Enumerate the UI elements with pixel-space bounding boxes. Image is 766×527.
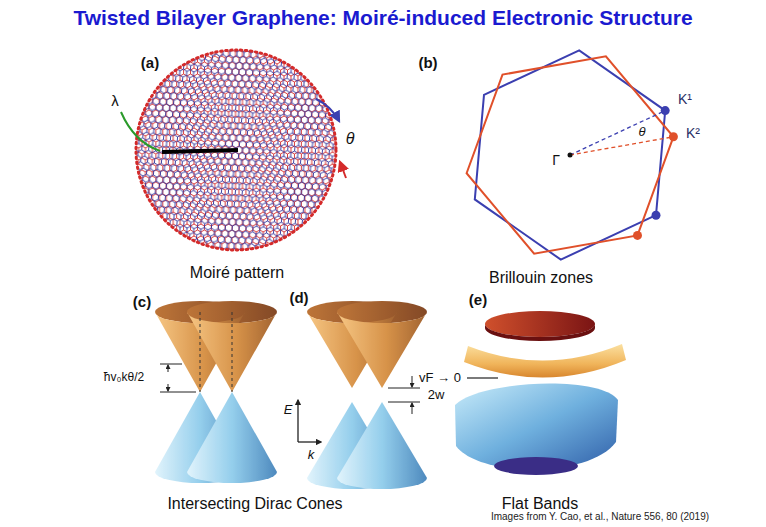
dimension-arrow [412,376,413,387]
upper-cone [187,312,277,392]
axis-label: E [284,403,293,418]
k-point [661,106,670,115]
axis-label: k [308,448,315,463]
angle-label: θ [637,125,646,140]
point-label: K² [686,125,700,141]
panel-caption: Flat Bands [502,495,578,513]
tick-line [388,388,420,389]
tick-line [160,364,182,365]
rotation-arrow [316,99,339,121]
band-bottom [494,457,578,475]
lower-cone [337,402,427,489]
brillouin-zone [475,50,665,259]
angle-label: θ [346,130,355,148]
symbol-label: vF → 0 [419,371,461,386]
panel-letter: (e) [469,291,487,308]
dimension-arrow [168,384,169,391]
leader-line [467,377,498,378]
dashed-line [570,137,673,155]
symbol-label: λ [111,92,119,109]
gamma-point [568,153,573,158]
point-label: K¹ [678,91,692,107]
panel-letter: (a) [141,54,159,71]
panel-caption: Intersecting Dirac Cones [167,495,342,513]
caption: Images from Y. Cao, et al., Nature 556, … [491,511,709,523]
panel-caption: Moiré pattern [190,264,284,282]
title: Twisted Bilayer Graphene: Moiré-induced … [73,6,692,30]
dimension-arrow [412,403,413,414]
red-lattice [136,50,336,250]
dimension-label: 2w [428,388,445,403]
tick-line [160,392,196,393]
panel-caption: Brillouin zones [489,269,593,287]
k-point [652,211,661,220]
axis-arrow [297,400,298,442]
rotation-arrow [340,162,346,178]
k-point [633,231,642,240]
panel-letter: (c) [133,293,151,310]
blue-lattice [136,50,336,250]
panel-letter: (b) [418,54,437,71]
lower-cone [187,392,277,483]
lattice-rim [136,50,336,250]
axis-arrow [298,441,321,442]
leader-line [121,112,160,151]
panel-letter: (d) [289,289,308,306]
dirac-cones [307,301,427,489]
point-label: Γ [552,152,560,168]
cone-top [337,301,427,323]
dashed-line [570,111,665,155]
dirac-cones [155,301,277,483]
tick-line [388,402,420,403]
dashed-line [232,312,233,392]
flat-band [455,384,618,470]
dimension-label: ħv₀kθ/2 [104,371,144,385]
band-top-rim [485,324,595,341]
brillouin-zone [467,56,674,253]
k-point [669,132,678,141]
moire-period-bar [162,150,238,152]
flat-band [464,344,626,378]
dashed-line [200,312,201,392]
dimension-arrow [168,365,169,372]
upper-cone [337,312,427,388]
band-top [485,311,595,337]
